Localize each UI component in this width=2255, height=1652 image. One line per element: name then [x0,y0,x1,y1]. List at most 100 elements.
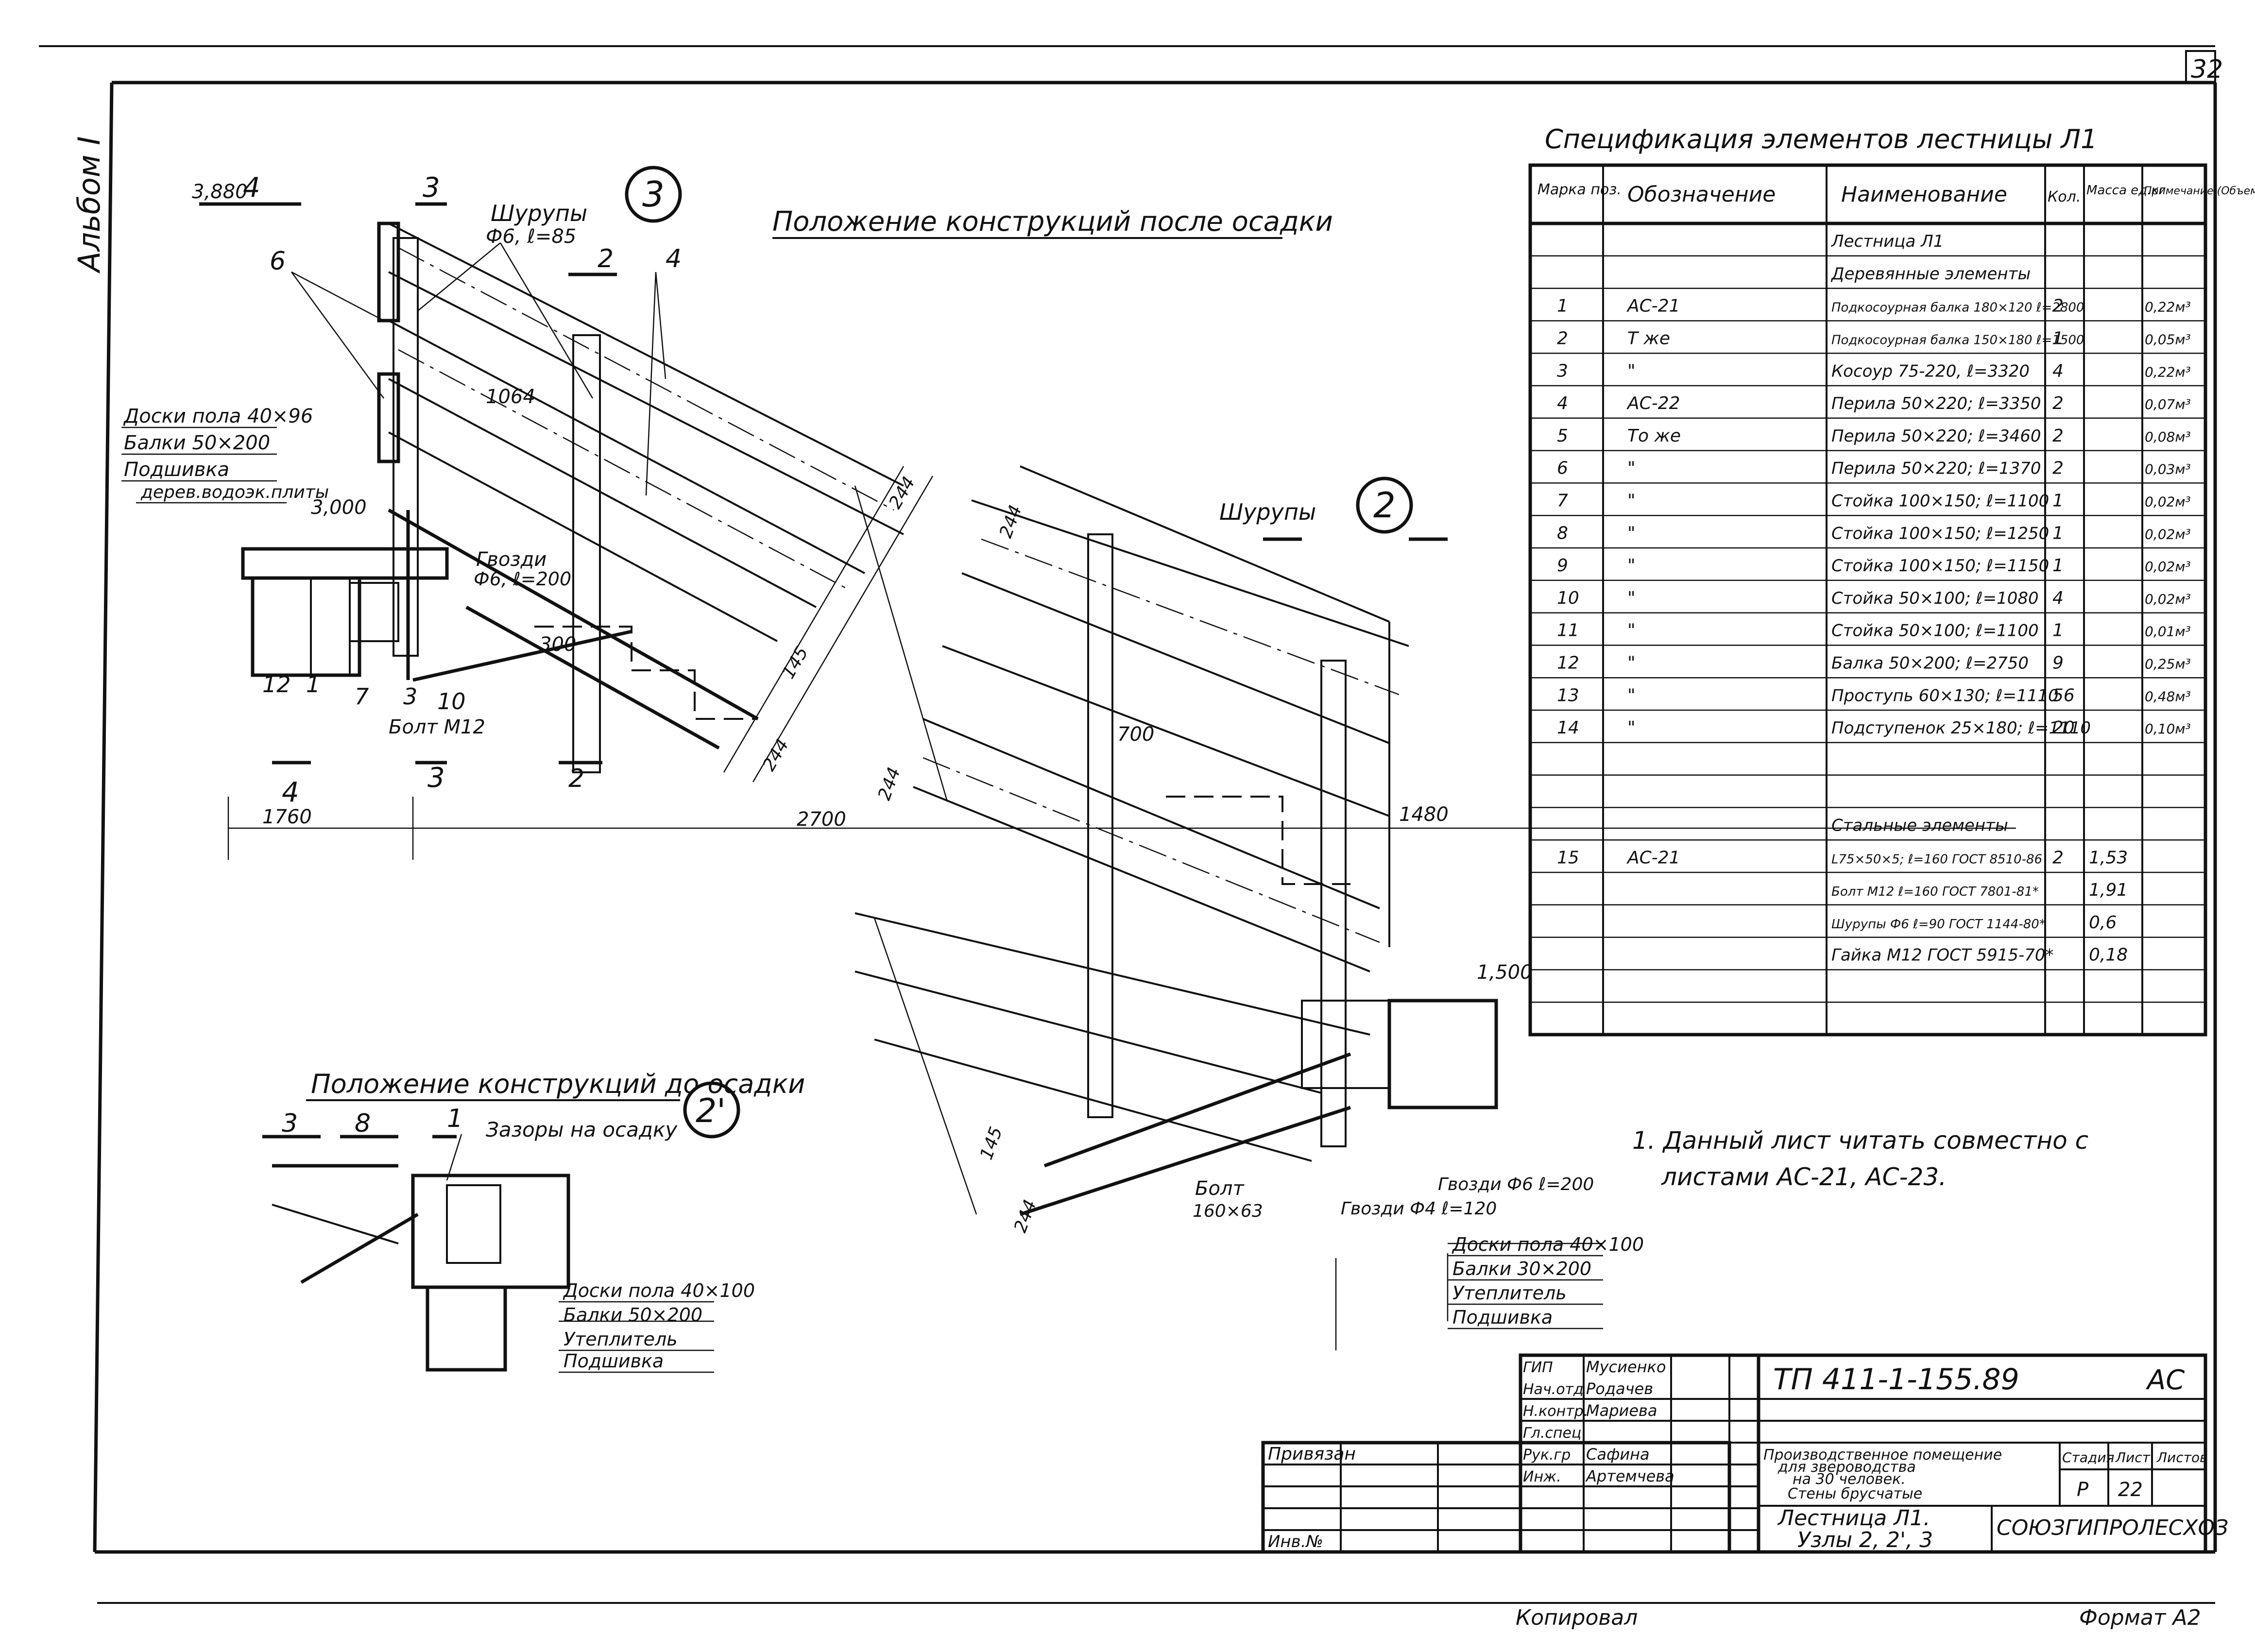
view-3-mark-1: 1 [306,671,320,698]
spec-cell-volume: 0,25м³ [2145,656,2191,672]
stamp-role-1: ГИП [1523,1359,1553,1376]
stamp-sheets-header: Листов [2156,1449,2208,1465]
spec-cell-qty: 2 [2052,459,2064,478]
spec-cell-designation: " [1627,361,1636,381]
spec-cell-designation: АС-21 [1626,296,1680,316]
stamp-role-2: Нач.отд [1523,1381,1584,1398]
stamp-role-3: Н.контр. [1523,1403,1588,1420]
spec-cell-mark: 11 [1557,621,1579,641]
view-3-dim-300: 300 [539,633,576,656]
view-2p-layer-1: Доски пола 40×100 [563,1280,755,1301]
spec-cell-mark: 15 [1557,848,1579,868]
spec-header-mark: Марка поз. [1538,181,1622,198]
spec-cell-qty: 56 [2052,685,2075,705]
view-3-layer-2: Балки 50×200 [124,432,270,454]
format-label: Формат А2 [2079,1605,2201,1630]
spec-cell-designation: " [1627,653,1636,673]
spec-cell-designation: АС-21 [1626,848,1680,868]
spec-cell-mark: 12 [1557,653,1579,673]
view-3-mark-6: 6 [270,247,286,276]
spec-cell-qty: 1 [2052,621,2064,641]
spec-cell-volume: 0,01м³ [2145,624,2191,640]
spec-cell-name: Стойка 100×150; ℓ=1150 [1831,556,2049,576]
spec-cell-designation: " [1627,556,1636,576]
view-2-nails-b: Гвозди Ф4 ℓ=120 [1341,1199,1497,1219]
spec-header-designation: Обозначение [1627,182,1776,207]
view-2p-drawing [262,1081,740,1372]
spec-cell-designation: АС-22 [1626,393,1680,413]
stamp-role-6: Инж. [1523,1468,1561,1485]
stamp-code: ТП 411-1-155.89 [1773,1362,2019,1397]
spec-cell-designation: Т же [1627,328,1670,348]
page-number: 32 [2191,55,2223,84]
view-2-layer-4: Подшивка [1452,1307,1553,1328]
spec-cell-mass: 1,91 [2089,880,2128,900]
stamp-project-desc-2: для звероводства [1777,1459,1916,1476]
spec-cell-qty: 2 [2052,848,2064,868]
spec-cell-mark: 9 [1557,556,1568,576]
spec-cell-name: Стойка 50×100; ℓ=1080 [1831,589,2039,608]
view-2p-title: Положение конструкций до осадки [311,1069,805,1099]
spec-cell-designation: " [1627,491,1636,511]
view-3-layer-3: Подшивка [124,459,229,481]
spec-cell-mark: 13 [1557,685,1579,705]
view-3-mark-4-top: 4 [243,172,260,204]
view-3-nails-size: Ф6, ℓ=200 [474,568,571,590]
spec-cell-name: Болт М12 ℓ=160 ГОСТ 7801-81* [1831,885,2039,899]
view-3-title: Положение конструкций после осадки [772,206,1333,238]
view-3-dim-244-b: 244 [759,735,793,774]
view-2-dim-244-c: 244 [1010,1197,1041,1235]
view-3-mark-12: 12 [262,671,291,698]
spec-cell-volume: 0,02м³ [2145,591,2191,607]
view-3-dim-2700: 2700 [797,808,846,831]
stamp-sheet-mark: АС [2146,1364,2185,1396]
view-2p-layer-3: Утеплитель [564,1328,678,1350]
spec-cell-name: L75×50×5; ℓ=160 ГОСТ 8510-86 [1831,852,2042,867]
view-3-mark-3-bottom: 3 [427,762,445,794]
spec-cell-designation: " [1627,459,1636,478]
note-line-2: листами АС-21, АС-23. [1661,1163,1947,1191]
view-2-bolt-size: 160×63 [1193,1201,1263,1221]
stamp-project-desc-1: Производственное помещение [1763,1447,2002,1464]
spec-cell-volume: 0,05м³ [2145,331,2191,347]
view-3-dim-1064: 1064 [486,386,535,408]
stamp-inv-label: Инв.№ [1268,1532,1323,1551]
view-2-dim-244-a: 244 [996,502,1026,541]
view-3-level-top: 3,880 [192,181,248,203]
stamp-drawing-title-1: Лестница Л1. [1777,1506,1930,1531]
view-2-bolt: Болт [1195,1177,1245,1200]
album-label: Альбом I [71,136,107,274]
spec-cell-volume: 0,48м³ [2145,688,2191,704]
spec-table-grid [1528,163,2207,1037]
spec-cell-name: Балка 50×200; ℓ=2750 [1831,653,2029,673]
spec-cell-qty: 1 [2052,523,2064,543]
spec-cell-name: Косоур 75-220, ℓ=3320 [1831,361,2030,381]
title-block-grid [1261,1353,2207,1554]
spec-cell-designation: " [1627,523,1636,543]
spec-cell-volume: 0,07м³ [2145,396,2191,412]
spec-cell-qty: 20 [2052,718,2075,738]
spec-cell-designation: " [1627,718,1636,738]
spec-cell-qty: 1 [2052,491,2064,511]
view-3-mark-4-board: 4 [666,244,682,273]
view-2p-marker: 2' [696,1092,726,1130]
stamp-role-5: Рук.гр [1523,1447,1571,1464]
view-2p-mark-3: 3 [282,1109,298,1138]
spec-cell-name: Стальные элементы [1831,816,2008,835]
spec-cell-mark: 10 [1557,588,1579,608]
spec-cell-qty: 4 [2052,361,2064,381]
view-3-screws-size: Ф6, ℓ=85 [486,225,576,248]
spec-cell-volume: 0,08м³ [2145,429,2191,445]
view-2-layer-2: Балки 30×200 [1452,1258,1591,1279]
spec-cell-mass: 0,18 [2089,945,2128,965]
view-2p-layer-4: Подшивка [564,1350,664,1372]
spec-cell-mass: 0,6 [2089,913,2117,933]
view-3-bolt: Болт М12 [389,716,485,738]
spec-cell-qty: 9 [2052,653,2064,673]
spec-cell-name: Стойка 100×150; ℓ=1100 [1831,491,2049,511]
view-3-mark-2-bottom: 2 [568,764,584,793]
stamp-org: СОЮЗГИПРОЛЕСХОЗ [1997,1516,2228,1540]
spec-cell-name: Стойка 100×150; ℓ=1250 [1831,524,2049,543]
spec-cell-name: Проступь 60×130; ℓ=1110 [1831,686,2059,705]
spec-cell-volume: 0,02м³ [2145,559,2191,575]
